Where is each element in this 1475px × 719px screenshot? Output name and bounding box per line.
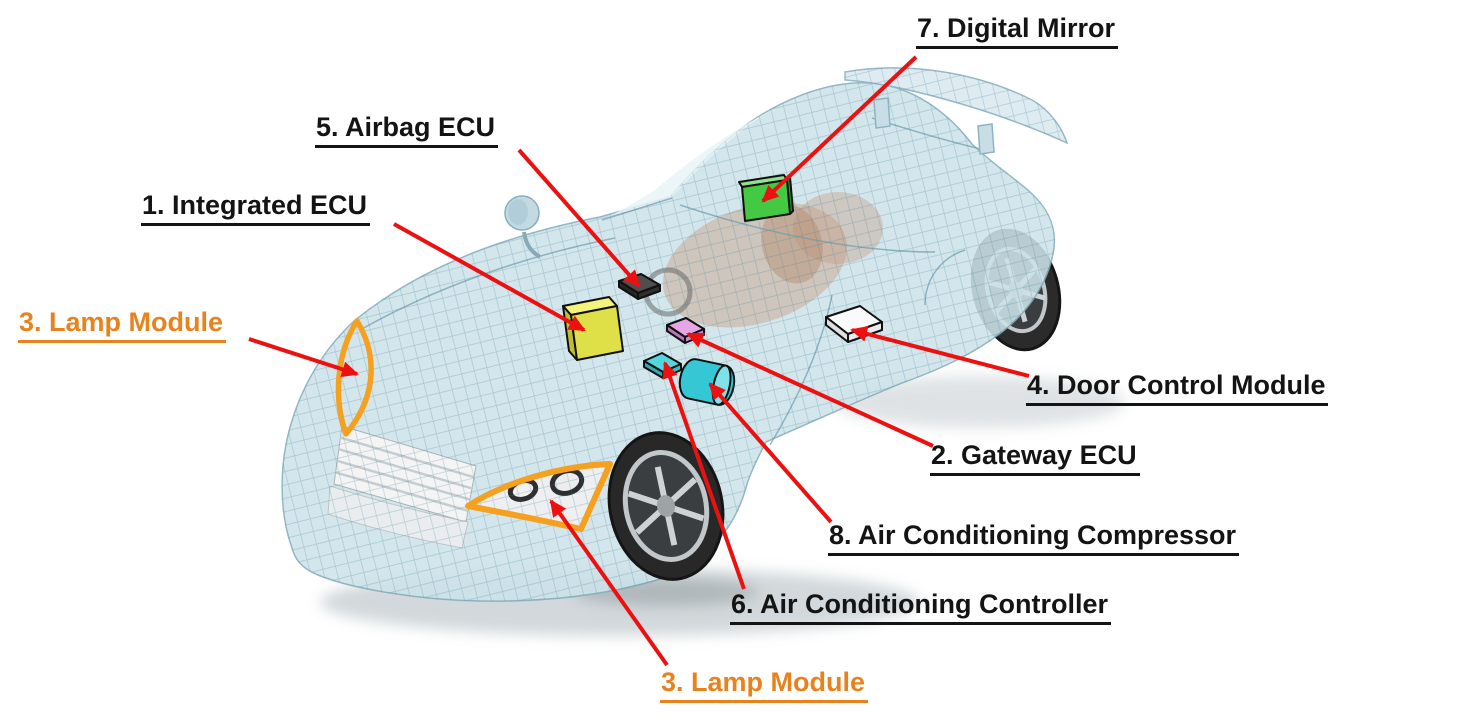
front-wheel <box>607 431 725 581</box>
label-lamp-module-headlight: 3. Lamp Module <box>660 667 869 704</box>
arrow-ac-controller <box>662 361 746 590</box>
label-gateway-ecu-text: 2. Gateway ECU <box>930 440 1140 477</box>
arrow-airbag-ecu <box>517 148 641 288</box>
label-digital-mirror: 7. Digital Mirror <box>916 13 1119 50</box>
rear-spoiler <box>844 67 1069 155</box>
lamp-module-front-outline <box>335 318 374 437</box>
arrow-gateway-ecu <box>686 332 934 448</box>
label-door-control-module: 4. Door Control Module <box>1026 370 1329 407</box>
arrow-lamp-front <box>248 337 359 377</box>
label-ac-controller: 6. Air Conditioning Controller <box>730 589 1111 626</box>
label-lamp-module-headlight-text: 3. Lamp Module <box>660 667 869 704</box>
label-door-control-module-text: 4. Door Control Module <box>1026 370 1329 407</box>
label-gateway-ecu: 2. Gateway ECU <box>930 440 1140 477</box>
label-airbag-ecu: 5. Airbag ECU <box>315 112 499 149</box>
integrated-ecu-box <box>562 296 624 361</box>
label-integrated-ecu: 1. Integrated ECU <box>141 190 371 227</box>
side-mirror <box>504 195 542 259</box>
arrow-ac-compressor <box>708 382 833 524</box>
lamp-module-headlight-outline <box>465 461 613 532</box>
label-digital-mirror-text: 7. Digital Mirror <box>916 13 1119 50</box>
arrow-door-control <box>850 326 1030 378</box>
wireframe-mesh <box>282 82 1055 602</box>
callout-arrows <box>248 55 1030 667</box>
arrow-lamp-headlight <box>549 499 669 667</box>
label-lamp-module-front-text: 3. Lamp Module <box>18 307 227 344</box>
arrow-digital-mirror <box>761 55 918 203</box>
label-integrated-ecu-text: 1. Integrated ECU <box>141 190 371 227</box>
label-airbag-ecu-text: 5. Airbag ECU <box>315 112 499 149</box>
label-ac-compressor: 8. Air Conditioning Compressor <box>828 520 1240 557</box>
label-ac-controller-text: 6. Air Conditioning Controller <box>730 589 1111 626</box>
arrow-integrated-ecu <box>393 222 586 332</box>
label-lamp-module-front: 3. Lamp Module <box>18 307 227 344</box>
label-ac-compressor-text: 8. Air Conditioning Compressor <box>828 520 1240 557</box>
